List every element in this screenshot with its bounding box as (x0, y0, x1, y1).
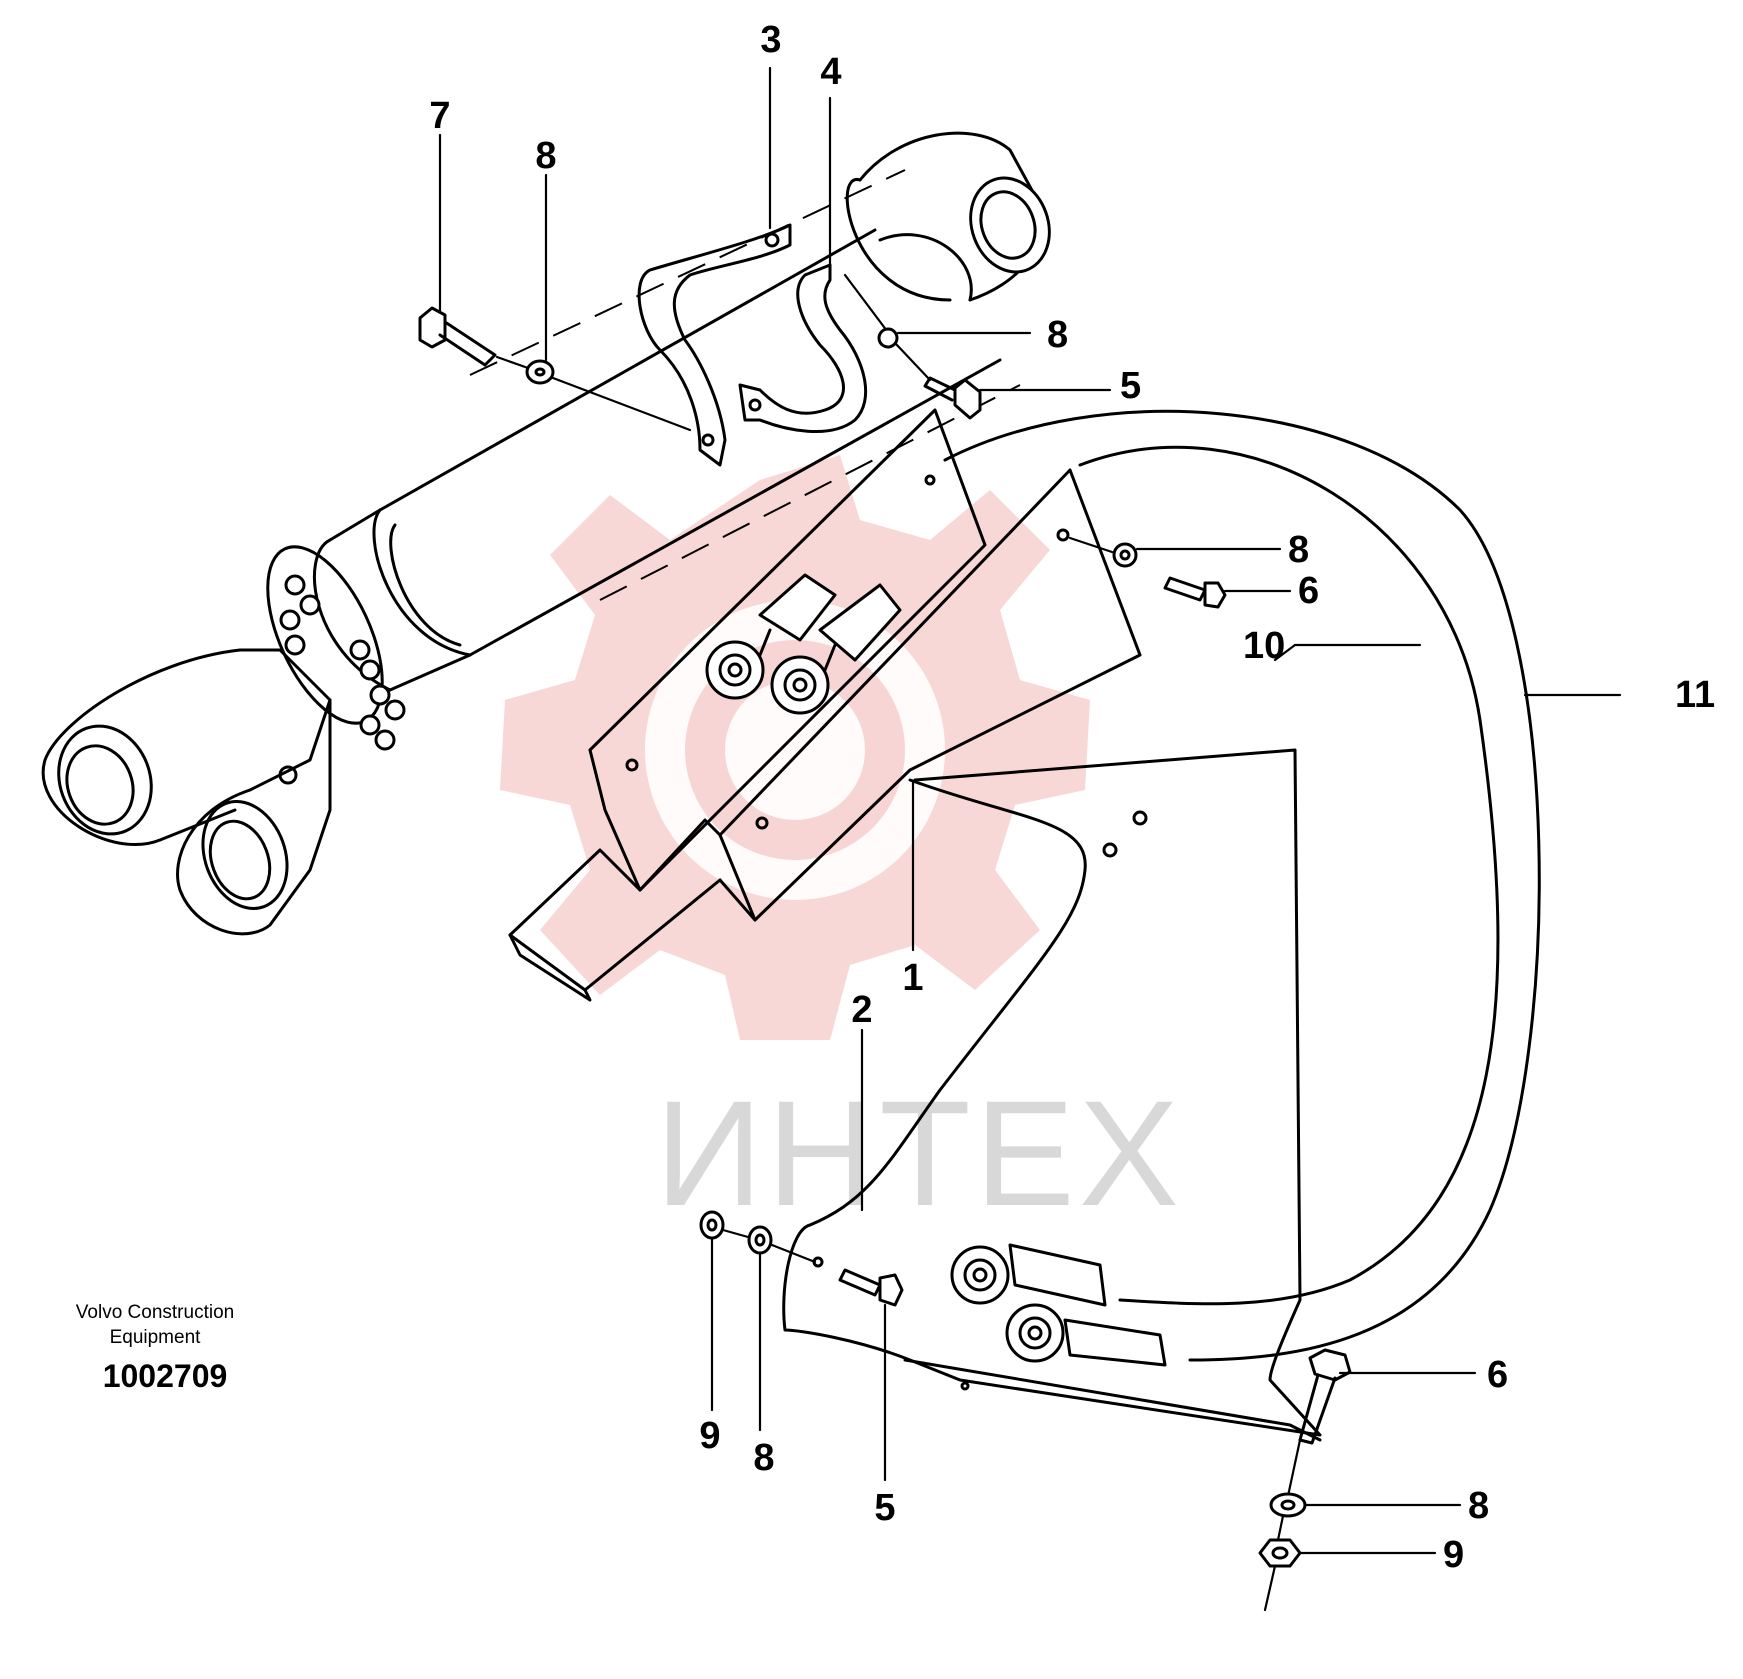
callout-9-right: 9 (1443, 1534, 1464, 1576)
bracket-1 (508, 408, 1142, 1002)
callout-9-left: 9 (699, 1415, 720, 1457)
bracket-2 (782, 748, 1322, 1442)
callouts: 3 4 7 8 8 5 8 6 10 11 1 2 9 8 5 6 8 9 (429, 19, 1715, 1576)
callout-1: 1 (902, 957, 923, 999)
callout-8-bottom-right: 8 (1468, 1485, 1489, 1527)
rollers-upper (705, 573, 902, 715)
hydraulic-cylinder (41, 131, 1051, 936)
callout-3: 3 (760, 19, 781, 61)
washer-8-top-left (525, 359, 555, 385)
flange-bolts (279, 574, 406, 751)
callout-5-top: 5 (1120, 365, 1141, 407)
callout-7: 7 (429, 95, 450, 137)
clamp-3 (637, 223, 792, 467)
watermark-text: ИНТЕХ (655, 1069, 1183, 1237)
callout-6-bottom: 6 (1487, 1354, 1508, 1396)
bolt-5-top (953, 378, 982, 420)
callout-8-bottom-left: 8 (753, 1437, 774, 1479)
guide-10 (1078, 445, 1500, 1306)
leader-lines (438, 66, 1622, 1555)
washer-8-mid (1112, 542, 1138, 568)
washer-8-bottom-left (747, 1225, 773, 1255)
bolt-7 (418, 306, 497, 367)
callout-6-top: 6 (1298, 570, 1319, 612)
callout-5-bottom: 5 (874, 1487, 895, 1529)
callout-8-top-right: 8 (1047, 314, 1068, 356)
callout-11: 11 (1675, 674, 1715, 716)
bolt-6-bottom (1308, 1348, 1352, 1382)
bolt-6-top (1163, 576, 1207, 602)
washer-8-bottom-right (1269, 1492, 1307, 1518)
company-name-line-1: Volvo Construction (75, 1302, 235, 1323)
callout-8-mid: 8 (1288, 529, 1309, 571)
company-name-line-2: Equipment (109, 1327, 201, 1348)
callout-2: 2 (851, 989, 872, 1031)
washer-9-left (699, 1210, 725, 1240)
clamp-4 (738, 263, 868, 433)
guide-11 (943, 409, 1541, 1362)
bolt-5-bottom (838, 1268, 882, 1297)
rollers-lower (950, 1243, 1167, 1367)
washer-8-top-right (877, 327, 899, 349)
callout-8-top-left: 8 (535, 135, 556, 177)
callout-10: 10 (1243, 625, 1285, 667)
company-name: Volvo Construction Equipment (40, 1300, 270, 1350)
callout-4: 4 (820, 51, 841, 93)
drawing-number: 1002709 (102, 1358, 228, 1394)
nut-9-right (1258, 1538, 1302, 1568)
